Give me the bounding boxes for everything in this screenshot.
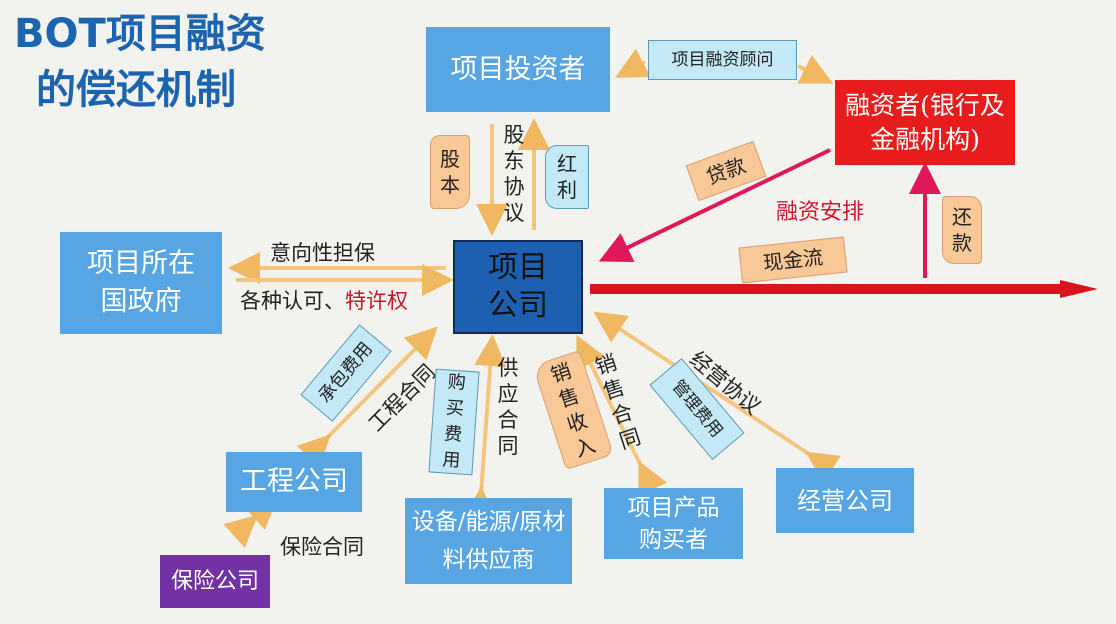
label-guarantee: 意向性担保: [270, 241, 375, 265]
label-insurance-contract: 保险合同: [280, 535, 364, 559]
node-financier: 融资者(银行及金融机构): [835, 80, 1015, 165]
page-title: BOT项目融资 的偿还机制: [14, 6, 266, 118]
label-repayment: 还款: [942, 196, 982, 264]
node-company: 项目公司: [453, 240, 583, 334]
arrow-operation: [593, 311, 841, 483]
label-permits: 各种认可、: [240, 289, 345, 313]
node-engineering: 工程公司: [226, 452, 362, 512]
label-shareholder-agreement: 股东协议: [503, 123, 525, 225]
node-buyer: 项目产品购买者: [604, 488, 743, 559]
node-operator: 经营公司: [776, 468, 914, 533]
arrow-supply: [463, 334, 507, 520]
label-supply-contract: 供应合同: [497, 356, 519, 458]
label-purchase-fee: 购买费用: [428, 368, 480, 476]
arrow-advisor-right: [797, 54, 834, 84]
label-financing-arrangement: 融资安排: [776, 200, 865, 225]
node-insurance: 保险公司: [160, 555, 270, 608]
arrow-cash-flow: [590, 280, 1098, 298]
arrow-advisor-left: [614, 48, 651, 78]
arrow-loan: [598, 148, 831, 262]
node-government: 项目所在国政府: [60, 232, 222, 334]
label-advisor: 项目融资顾问: [648, 40, 797, 80]
label-equity: 股本: [430, 135, 470, 209]
label-franchise: 特许权: [345, 289, 408, 313]
title-line-2: 的偿还机制: [36, 67, 236, 113]
node-investor: 项目投资者: [426, 27, 610, 112]
title-line-1: BOT项目融资: [14, 11, 266, 57]
node-supplier: 设备/能源/原材料供应商: [405, 498, 572, 584]
arrow-engineering: [296, 326, 438, 469]
label-permits-row: 各种认可、特许权: [240, 288, 408, 314]
label-dividend: 红利: [545, 145, 589, 209]
